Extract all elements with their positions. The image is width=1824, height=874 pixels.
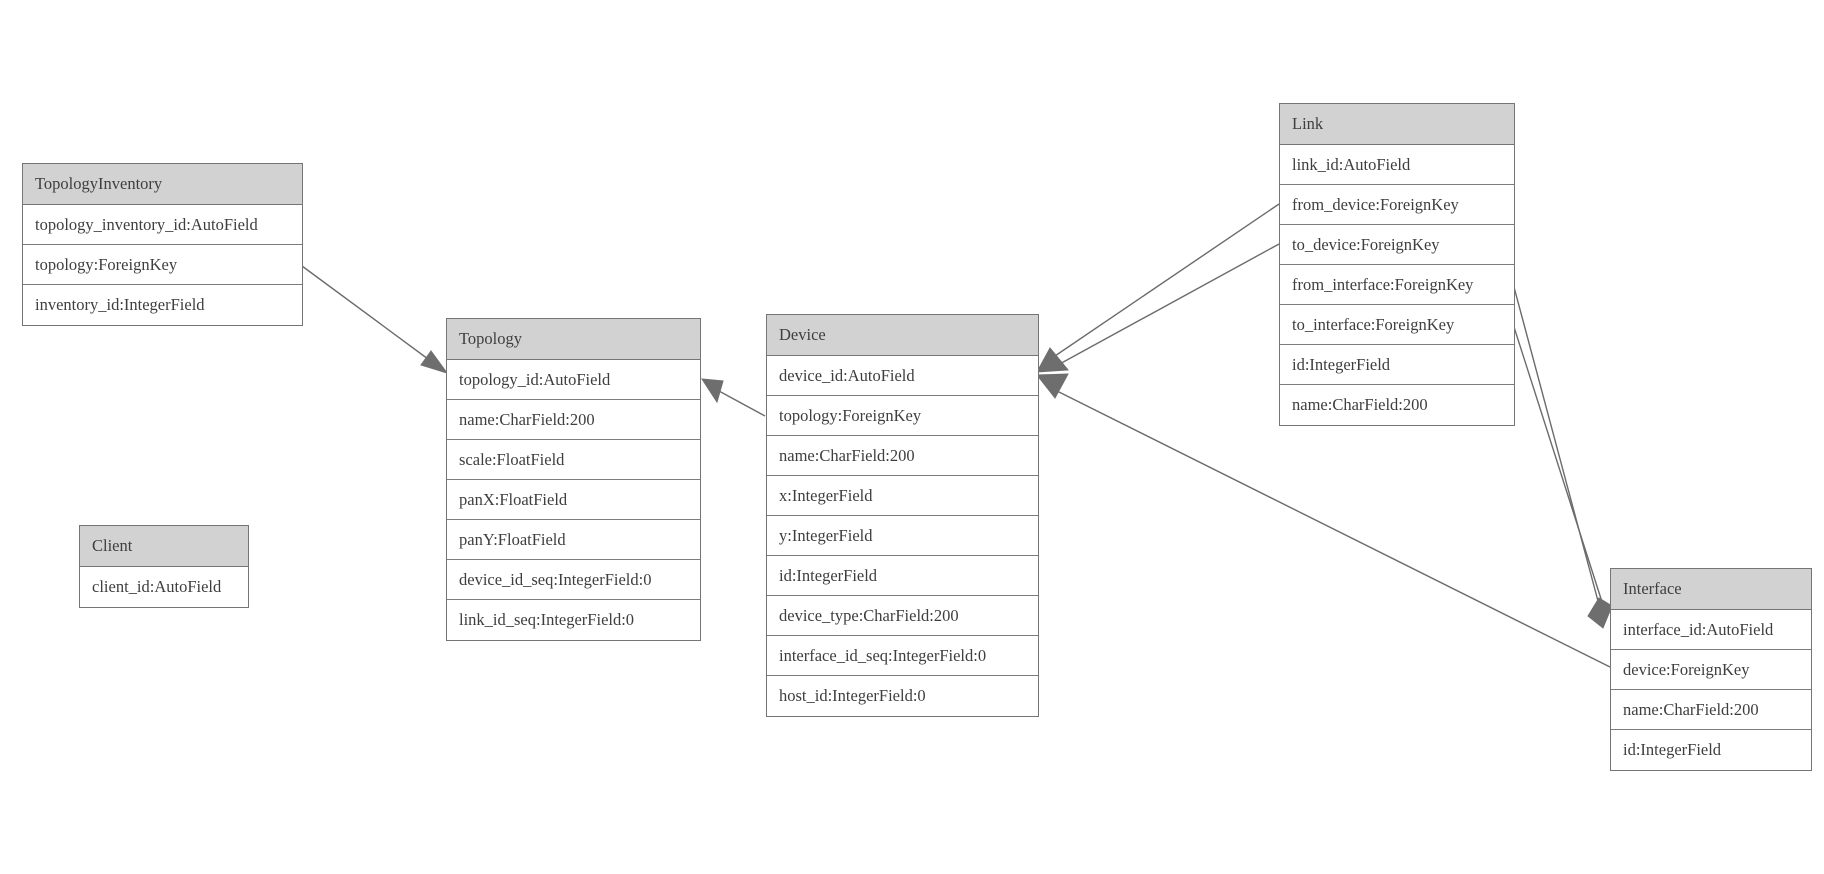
- table-field: to_interface:ForeignKey: [1280, 305, 1514, 345]
- table-field: scale:FloatField: [447, 440, 700, 480]
- table-field: interface_id_seq:IntegerField:0: [767, 636, 1038, 676]
- table-field: name:CharField:200: [447, 400, 700, 440]
- table-field: panY:FloatField: [447, 520, 700, 560]
- table-field: name:CharField:200: [1280, 385, 1514, 425]
- table-device-title: Device: [767, 315, 1038, 356]
- table-field: from_device:ForeignKey: [1280, 185, 1514, 225]
- table-field: host_id:IntegerField:0: [767, 676, 1038, 716]
- edge-link-from-interface: [1513, 286, 1599, 602]
- table-field: panX:FloatField: [447, 480, 700, 520]
- table-topology-title: Topology: [447, 319, 700, 360]
- edge-topologyinventory-topology: [301, 265, 429, 360]
- table-field: topology_id:AutoField: [447, 360, 700, 400]
- table-interface-title: Interface: [1611, 569, 1811, 610]
- table-field: id:IntegerField: [1280, 345, 1514, 385]
- table-field: device_id_seq:IntegerField:0: [447, 560, 700, 600]
- table-field: inventory_id:IntegerField: [23, 285, 302, 325]
- table-topologyinventory: TopologyInventory topology_inventory_id:…: [22, 163, 303, 326]
- table-link-title: Link: [1280, 104, 1514, 145]
- table-field: topology:ForeignKey: [767, 396, 1038, 436]
- edge-interface-device: [1054, 389, 1611, 668]
- arrowhead-topologyinventory-topology: [420, 350, 449, 374]
- table-field: link_id:AutoField: [1280, 145, 1514, 185]
- table-field: device_id:AutoField: [767, 356, 1038, 396]
- edge-link-to-device: [1055, 243, 1280, 367]
- edge-link-from-device: [1051, 203, 1280, 359]
- table-field: name:CharField:200: [1611, 690, 1811, 730]
- table-field: topology_inventory_id:AutoField: [23, 205, 302, 245]
- table-field: from_interface:ForeignKey: [1280, 265, 1514, 305]
- table-topology: Topology topology_id:AutoField name:Char…: [446, 318, 701, 641]
- table-client: Client client_id:AutoField: [79, 525, 249, 608]
- arrowhead-device-topology: [701, 378, 724, 404]
- table-topologyinventory-title: TopologyInventory: [23, 164, 302, 205]
- edge-link-to-interface: [1513, 326, 1604, 606]
- table-link: Link link_id:AutoField from_device:Forei…: [1279, 103, 1515, 426]
- table-field: y:IntegerField: [767, 516, 1038, 556]
- table-field: device:ForeignKey: [1611, 650, 1811, 690]
- table-field: to_device:ForeignKey: [1280, 225, 1514, 265]
- table-field: device_type:CharField:200: [767, 596, 1038, 636]
- table-field: client_id:AutoField: [80, 567, 248, 607]
- arrowhead-interface-device: [1035, 373, 1069, 399]
- table-field: id:IntegerField: [767, 556, 1038, 596]
- table-field: link_id_seq:IntegerField:0: [447, 600, 700, 640]
- table-client-title: Client: [80, 526, 248, 567]
- table-device: Device device_id:AutoField topology:Fore…: [766, 314, 1039, 717]
- table-field: name:CharField:200: [767, 436, 1038, 476]
- table-field: interface_id:AutoField: [1611, 610, 1811, 650]
- edge-device-topology: [718, 390, 766, 417]
- arrowhead-link-interface: [1587, 597, 1613, 629]
- table-field: x:IntegerField: [767, 476, 1038, 516]
- table-interface: Interface interface_id:AutoField device:…: [1610, 568, 1812, 771]
- table-field: topology:ForeignKey: [23, 245, 302, 285]
- arrowhead-link-device: [1036, 347, 1070, 373]
- table-field: id:IntegerField: [1611, 730, 1811, 770]
